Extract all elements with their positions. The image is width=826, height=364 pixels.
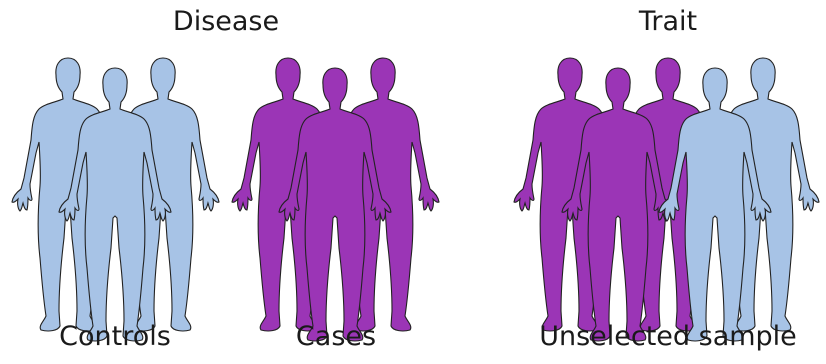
unselected-group (514, 58, 819, 341)
unselected-sample-label: Unselected sample (539, 323, 797, 350)
cases-group (232, 58, 439, 341)
controls-label: Controls (59, 323, 171, 350)
cases-label: Cases (296, 323, 376, 350)
controls-group (12, 58, 219, 341)
